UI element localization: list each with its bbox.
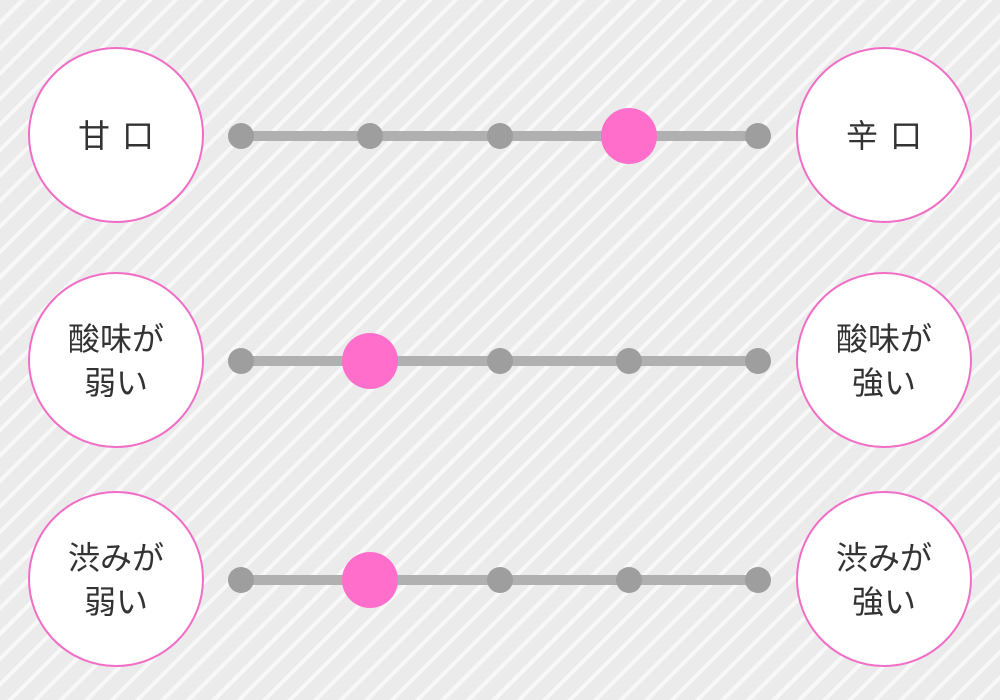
high-acidity-label-circle: 酸味が 強い xyxy=(796,272,972,448)
low-acidity-label-circle: 酸味が 弱い xyxy=(28,272,204,448)
acidity-knob[interactable] xyxy=(342,333,399,389)
acidity-scale: 酸味が 弱い 酸味が 強い xyxy=(0,272,1000,448)
sweet-dry-knob[interactable] xyxy=(600,108,657,164)
scale-step-dot[interactable] xyxy=(228,123,254,149)
dry-label-circle: 辛口 xyxy=(796,47,972,223)
scale-step-dot[interactable] xyxy=(615,348,642,374)
low-astringency-label-circle: 渋みが 弱い xyxy=(28,491,204,667)
scale-step-dot[interactable] xyxy=(745,348,771,374)
scale-step-dot[interactable] xyxy=(357,123,384,149)
astringency-knob[interactable] xyxy=(342,552,399,608)
sweet-label-circle: 甘口 xyxy=(28,47,204,223)
scale-step-dot[interactable] xyxy=(486,348,513,374)
high-astringency-label: 渋みが 強い xyxy=(835,539,932,621)
dry-label: 辛口 xyxy=(845,117,934,155)
low-astringency-label: 渋みが 弱い xyxy=(67,539,164,621)
scale-step-dot[interactable] xyxy=(228,348,254,374)
high-astringency-label-circle: 渋みが 強い xyxy=(796,491,972,667)
scale-step-dot[interactable] xyxy=(745,123,771,149)
high-acidity-label: 酸味が 強い xyxy=(835,320,932,402)
sweet-label: 甘口 xyxy=(77,117,166,155)
scale-step-dot[interactable] xyxy=(615,567,642,593)
scale-step-dot[interactable] xyxy=(745,567,771,593)
low-acidity-label: 酸味が 弱い xyxy=(67,320,164,402)
scale-step-dot[interactable] xyxy=(486,123,513,149)
astringency-scale: 渋みが 弱い 渋みが 強い xyxy=(0,491,1000,667)
scale-step-dot[interactable] xyxy=(228,567,254,593)
sweet-dry-scale: 甘口 辛口 xyxy=(0,47,1000,223)
scale-step-dot[interactable] xyxy=(486,567,513,593)
